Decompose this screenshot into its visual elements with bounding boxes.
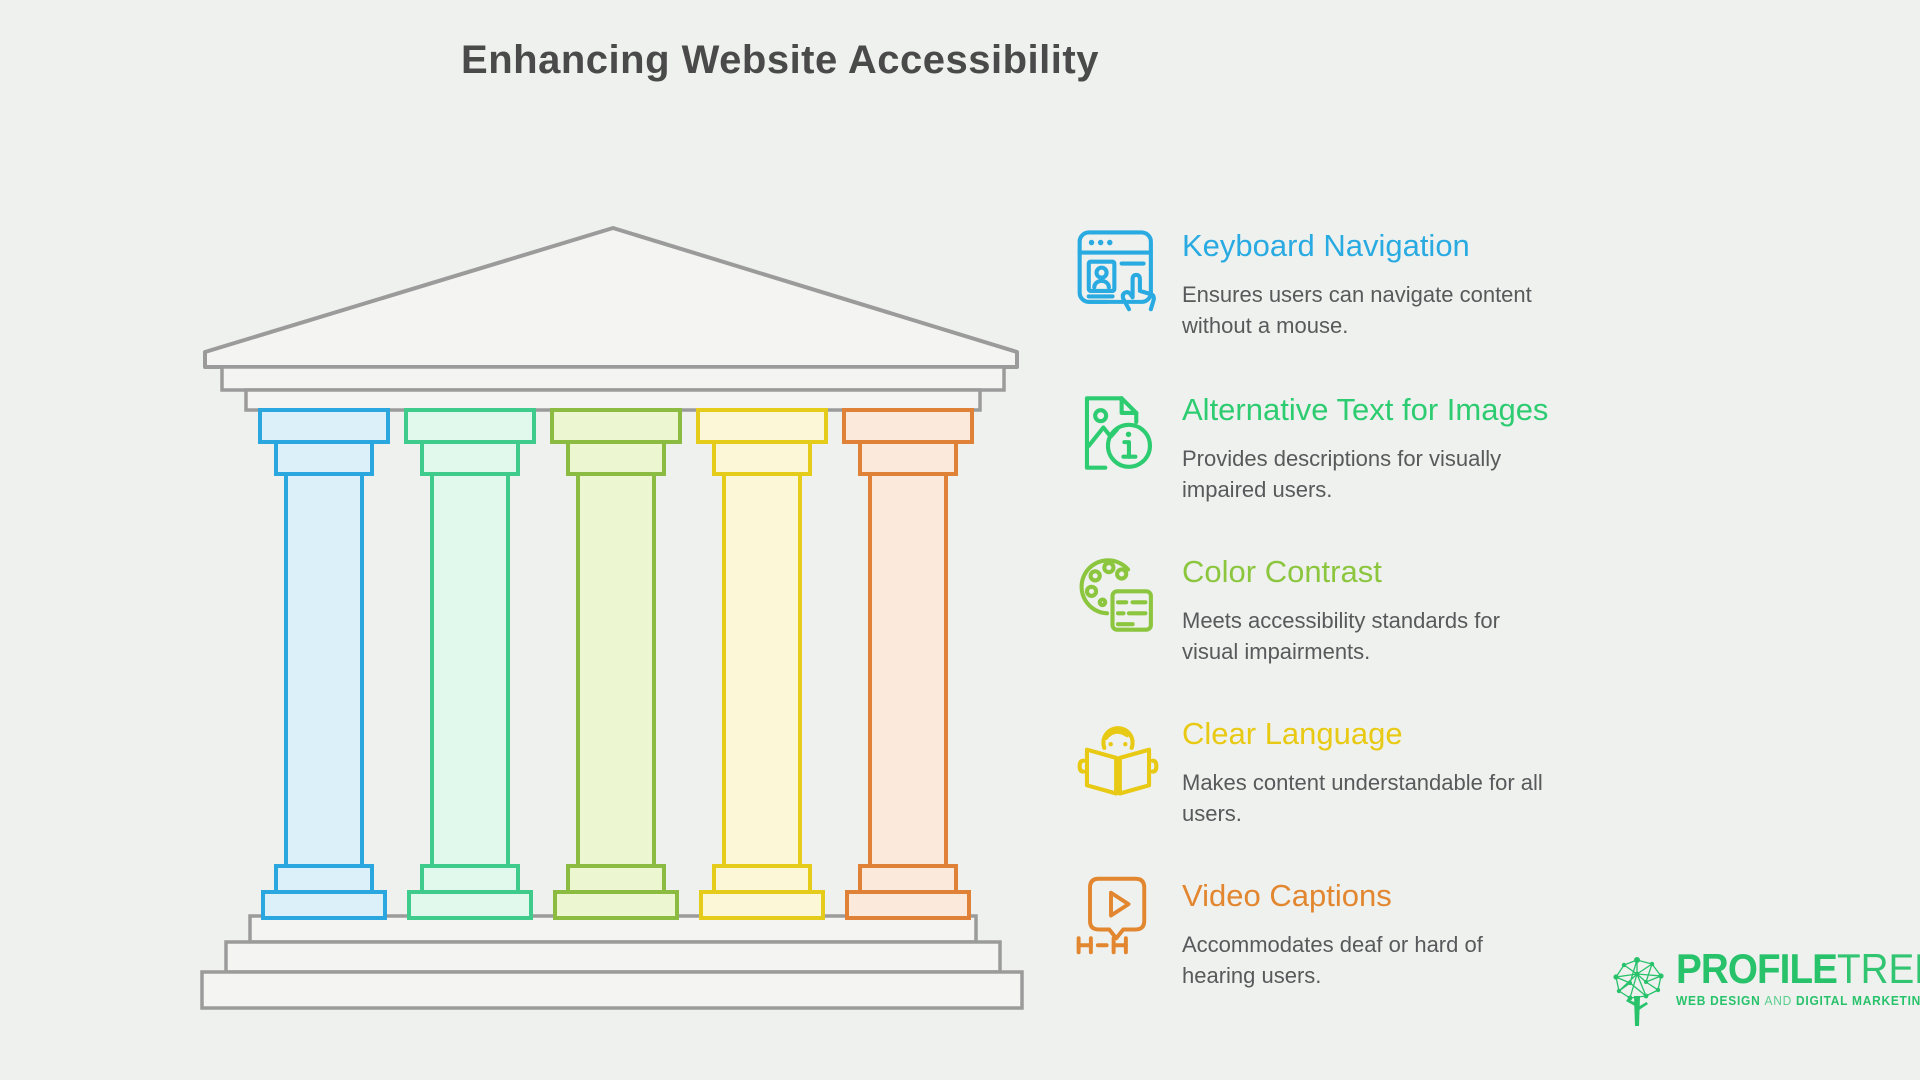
description-line: Makes content understandable for all: [1182, 769, 1543, 795]
description-line: Ensures users can navigate content: [1182, 281, 1532, 307]
page-title: Enhancing Website Accessibility: [461, 38, 1099, 82]
description-line: Accommodates deaf or hard of: [1182, 931, 1483, 957]
temple-illustration: [200, 226, 1024, 1010]
temple-entablature-band: [220, 365, 1006, 392]
feature-title: Video Captions: [1182, 878, 1392, 913]
feature-item-keyboard-navigation: Keyboard Navigation Ensures users can na…: [1076, 224, 1642, 341]
tagline-and: AND: [1764, 993, 1792, 1008]
description-line: Meets accessibility standards for: [1182, 607, 1500, 633]
palette-contrast-icon: [1076, 550, 1164, 642]
feature-description: Accommodates deaf or hard of hearing use…: [1182, 929, 1642, 991]
profiletree-logo: PROFILETREE WEB DESIGN AND DIGITAL MARKE…: [1606, 948, 1920, 1026]
feature-title: Color Contrast: [1182, 554, 1382, 589]
description-line: visual impairments.: [1182, 638, 1371, 664]
person-reading-book-icon: [1076, 712, 1164, 804]
pillar-color-contrast: [550, 408, 682, 920]
feature-title: Clear Language: [1182, 716, 1403, 751]
tagline-digital-marketing: DIGITAL MARKETING: [1796, 993, 1920, 1008]
feature-item-alternative-text: Alternative Text for Images Provides des…: [1076, 388, 1642, 505]
description-line: Provides descriptions for visually: [1182, 445, 1502, 471]
video-captions-icon: [1076, 874, 1164, 966]
feature-description: Ensures users can navigate content witho…: [1182, 279, 1642, 341]
pillar-keyboard-navigation: [258, 408, 390, 920]
feature-title: Alternative Text for Images: [1182, 392, 1549, 427]
description-line: hearing users.: [1182, 962, 1322, 988]
pillar-alternative-text: [404, 408, 536, 920]
tagline-web-design: WEB DESIGN: [1676, 993, 1761, 1008]
feature-description: Provides descriptions for visually impai…: [1182, 443, 1642, 505]
feature-description: Meets accessibility standards for visual…: [1182, 605, 1642, 667]
browser-user-hand-icon: [1076, 224, 1164, 316]
feature-title: Keyboard Navigation: [1182, 228, 1470, 263]
logo-wordmark: PROFILETREE: [1676, 948, 1920, 990]
temple-step: [224, 940, 1002, 974]
pillar-clear-language: [696, 408, 828, 920]
temple-step: [200, 970, 1024, 1010]
image-info-icon: [1076, 388, 1164, 480]
temple-entablature-band: [244, 388, 982, 412]
logo-tagline: WEB DESIGN AND DIGITAL MARKETING: [1676, 993, 1920, 1008]
feature-description: Makes content understandable for all use…: [1182, 767, 1642, 829]
logo-text-profile: PROFILE: [1676, 945, 1838, 992]
temple-pediment: [203, 226, 1019, 369]
feature-item-video-captions: Video Captions Accommodates deaf or hard…: [1076, 874, 1642, 991]
logo-text-tree: TREE: [1837, 945, 1920, 992]
feature-item-clear-language: Clear Language Makes content understanda…: [1076, 712, 1642, 829]
network-tree-icon: [1613, 957, 1664, 1026]
description-line: impaired users.: [1182, 476, 1333, 502]
description-line: without a mouse.: [1182, 312, 1349, 338]
pillar-video-captions: [842, 408, 974, 920]
feature-item-color-contrast: Color Contrast Meets accessibility stand…: [1076, 550, 1642, 667]
description-line: users.: [1182, 800, 1242, 826]
